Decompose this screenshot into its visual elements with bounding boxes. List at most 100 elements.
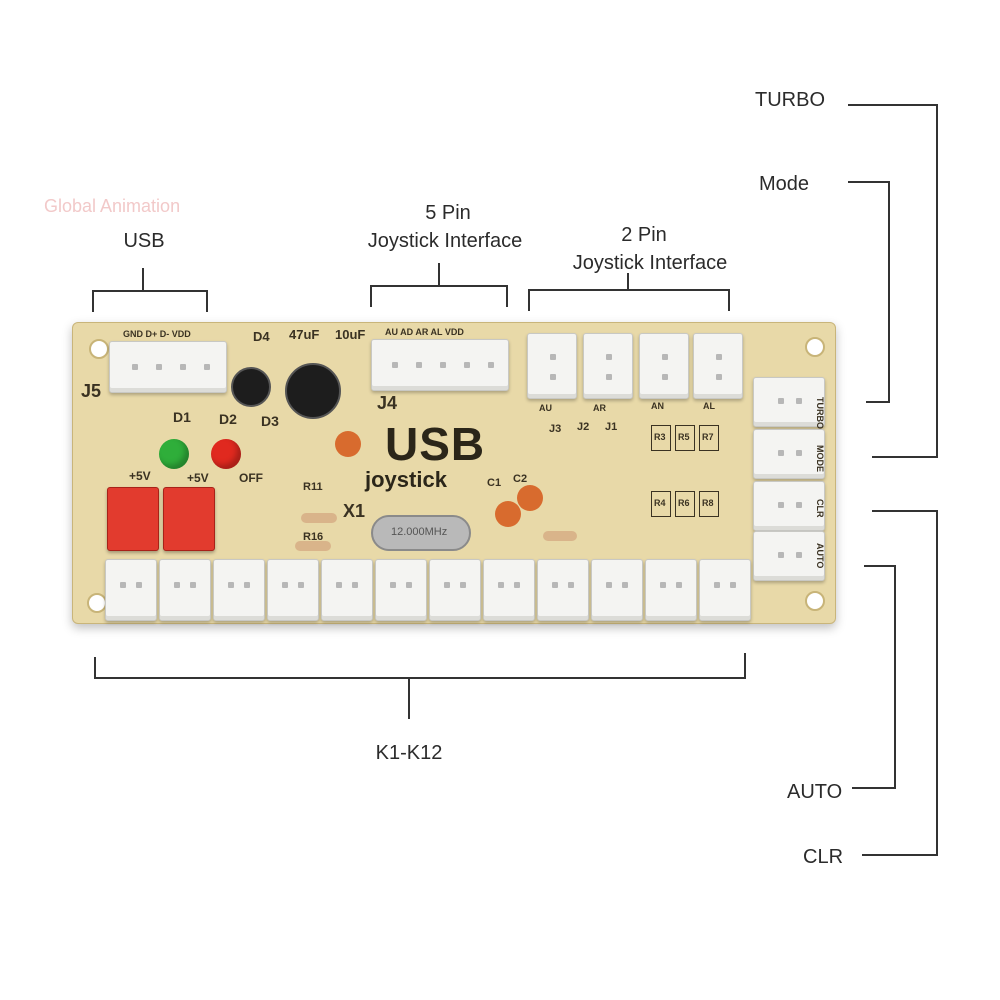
pin5-bracket-right [506,285,508,307]
crystal-silk: 12.000MHz [391,526,448,538]
watermark-text: Global Animation [44,196,181,216]
button-connector-k12[interactable] [699,559,751,621]
button-connector-k1[interactable] [105,559,157,621]
c2-silk: C2 [513,473,528,485]
mounting-hole-top-right [805,337,825,357]
turbo-leader-h [848,104,938,106]
button-connector-k7[interactable] [429,559,481,621]
pin2-bracket-left [528,289,530,311]
pin5-bracket-stem [438,263,440,285]
power-connector-1[interactable] [107,487,159,551]
button-connector-k3[interactable] [213,559,265,621]
r11-silk: R11 [303,481,323,493]
resistor-r6: R6 [675,491,695,517]
k-bracket-h [94,677,746,679]
off-silk: OFF [239,471,263,485]
button-connector-k6[interactable] [375,559,427,621]
auto-leader-h [864,565,896,567]
joystick-2pin-connector-1[interactable] [527,333,577,399]
resistor-r16 [295,541,331,551]
r5-silk: R5 [678,432,690,442]
mounting-hole-top-left [89,339,109,359]
resistor-r3: R3 [651,425,671,451]
resistor-r8: R8 [699,491,719,517]
clr-connector[interactable] [753,481,825,531]
an-silk: AN [651,401,664,411]
turbo-leader-v [936,104,938,458]
board-joystick-text: joystick [365,467,447,492]
crystal-oscillator: 12.000MHz [371,515,471,551]
usb-pins-silk: GND D+ D- VDD [123,329,191,339]
turbo-connector[interactable] [753,377,825,427]
cap47-silk: 47uF [289,327,320,342]
d2-silk: D2 [219,411,237,427]
button-connector-k4[interactable] [267,559,319,621]
pin2-bracket-right [728,289,730,311]
resistor-r4: R4 [651,491,671,517]
ar-silk: AR [593,403,606,413]
button-connector-k10[interactable] [591,559,643,621]
side-clr-silk: CLR [815,499,825,518]
mode-leader-v [888,181,890,403]
turbo-label: TURBO [755,89,825,111]
usb-label: USB [123,230,165,252]
usb-bracket-stem [142,268,144,290]
pin5-label-line2: Joystick Interface [367,230,523,252]
usb-bracket-left [92,290,94,312]
mode-connector[interactable] [753,429,825,479]
joystick-2pin-connector-4[interactable] [693,333,743,399]
resistor-r7: R7 [699,425,719,451]
joystick-2pin-connector-2[interactable] [583,333,633,399]
pin2-label-line2: Joystick Interface [572,252,728,274]
auto-connector[interactable] [753,531,825,581]
joystick-5pin-connector[interactable] [371,339,509,391]
usb-connector[interactable] [109,341,227,393]
mode-leader-h [848,181,890,183]
auto-label: AUTO [787,781,843,803]
clr-leader-v [936,510,938,856]
usb-bracket-right [206,290,208,312]
board-usb-text: USB [385,418,486,470]
ceramic-capacitor-c1 [495,501,521,527]
resistor-r10 [301,513,337,523]
r6-silk: R6 [678,498,690,508]
resistor-diagonal [543,531,577,541]
power-connector-2[interactable] [163,487,215,551]
capacitor-10uf [285,363,341,419]
joystick-2pin-connector-3[interactable] [639,333,689,399]
d4-silk: D4 [253,329,270,344]
mounting-hole-bottom-right [805,591,825,611]
side-turbo-silk: TURBO [815,397,825,429]
button-connector-k11[interactable] [645,559,697,621]
ceramic-capacitor-c2 [517,485,543,511]
turbo-leader-h2 [872,456,938,458]
clr-leader-h [872,510,938,512]
k-bracket-left [94,657,96,679]
led-red [211,439,241,469]
ceramic-capacitor [335,431,361,457]
al-silk: AL [703,401,715,411]
pin5-label-line1: 5 Pin [425,202,471,224]
side-auto-silk: AUTO [815,543,825,569]
pin2-label-line1: 2 Pin [621,224,667,246]
button-connector-k5[interactable] [321,559,373,621]
j1-silk: J1 [605,421,618,433]
k-bracket-stem [408,679,410,719]
plus5v-a-silk: +5V [129,469,151,483]
button-connector-k9[interactable] [537,559,589,621]
r8-silk: R8 [702,498,714,508]
r7-silk: R7 [702,432,714,442]
r4-silk: R4 [654,498,666,508]
button-connector-k8[interactable] [483,559,535,621]
joy-pins-silk: AU AD AR AL VDD [385,327,464,337]
usb-bracket-h [92,290,208,292]
button-connector-k2[interactable] [159,559,211,621]
j5-silk: J5 [81,381,102,401]
clr-label: CLR [803,846,844,868]
pin5-bracket-left [370,285,372,307]
led-green [159,439,189,469]
pin2-bracket-stem [627,273,629,289]
pin5-bracket-h [370,285,508,287]
d1-silk: D1 [173,409,191,425]
mode-leader-h2 [866,401,890,403]
